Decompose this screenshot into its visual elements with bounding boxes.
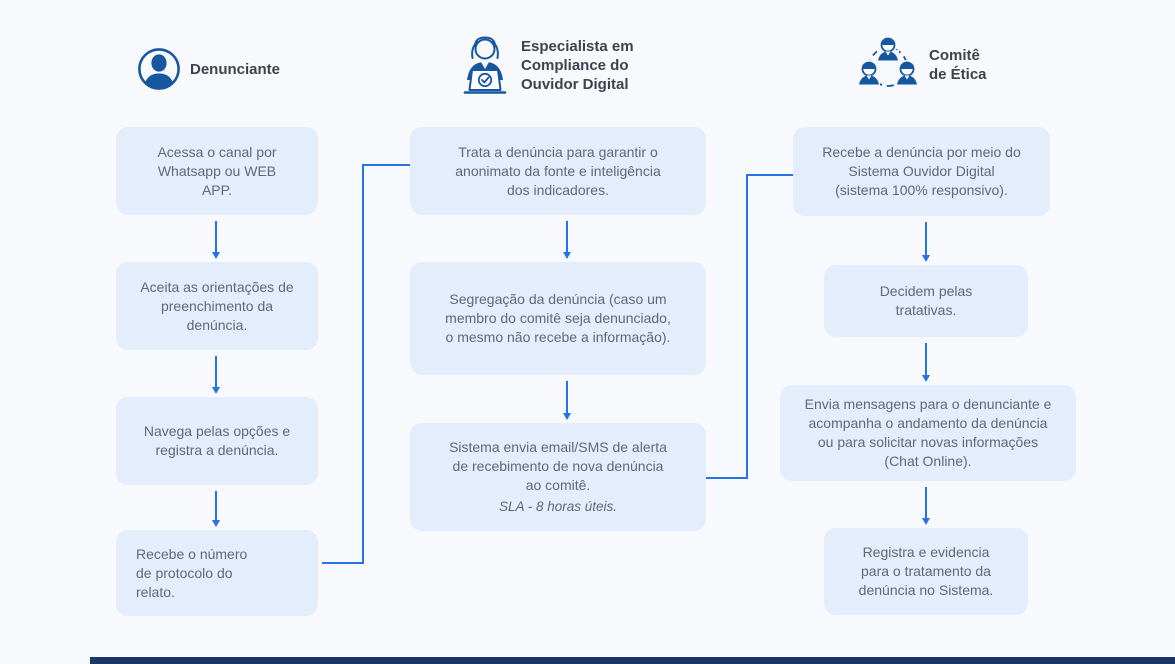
connector-segment-lane1-to-lane2: [322, 562, 364, 564]
flow-arrow-down: [212, 491, 220, 527]
ethics-committee-icon: [856, 36, 920, 94]
step-text: Sistema envia email/SMS de alerta de rec…: [449, 439, 667, 493]
step-box-denunciante-4: Recebe o número de protocolo do relato.: [116, 530, 318, 616]
lane-header-especialista: Especialista em Compliance do Ouvidor Di…: [458, 33, 634, 97]
sla-note: SLA - 8 horas úteis.: [498, 499, 618, 514]
step-box-denunciante-3: Navega pelas opções e registra a denúnci…: [116, 397, 318, 485]
connector-segment-lane2-to-lane3: [748, 174, 793, 176]
flow-arrow-down: [922, 343, 930, 382]
person-avatar-icon: [137, 47, 181, 91]
step-text: Navega pelas opções e registra a denúnci…: [143, 423, 291, 458]
connector-segment-lane2-to-lane3: [746, 174, 748, 479]
lane-header-comite: Comitê de Ética: [856, 36, 987, 94]
step-box-denunciante-2: Aceita as orientações de preenchimento d…: [116, 262, 318, 350]
step-text: Aceita as orientações de preenchimento d…: [140, 278, 294, 333]
flow-arrow-down: [212, 356, 220, 394]
step-box-comite-4: Registra e evidencia para o tratamento d…: [824, 528, 1028, 615]
connector-segment-lane1-to-lane2: [362, 164, 364, 564]
flow-arrow-down: [563, 381, 571, 420]
footer-accent-bar: [90, 657, 1175, 664]
step-box-especialista-3: Sistema envia email/SMS de alerta de rec…: [410, 423, 706, 531]
compliance-specialist-icon: [458, 33, 512, 97]
step-text: Trata a denúncia para garantir o anonima…: [455, 143, 661, 198]
lane-header-denunciante: Denunciante: [137, 47, 280, 91]
lane-title: Denunciante: [190, 60, 281, 78]
step-box-especialista-2: Segregação da denúncia (caso um membro d…: [410, 262, 706, 375]
connector-segment-lane2-to-lane3: [706, 477, 748, 479]
step-text: Segregação da denúncia (caso um membro d…: [445, 291, 671, 345]
flow-arrow-down: [563, 221, 571, 259]
lane-title: Especialista em Compliance do Ouvidor Di…: [521, 37, 634, 93]
step-text: Recebe o número de protocolo do relato.: [136, 545, 248, 600]
lane-title: Comitê de Ética: [929, 47, 987, 83]
step-box-denunciante-1: Acessa o canal por Whatsapp ou WEB APP.: [116, 127, 318, 215]
flow-arrow-down: [212, 221, 220, 259]
flow-arrow-down: [922, 222, 930, 262]
connector-segment-lane1-to-lane2: [364, 164, 410, 166]
step-box-especialista-1: Trata a denúncia para garantir o anonima…: [410, 127, 706, 215]
flow-arrow-down: [922, 487, 930, 525]
step-text: Recebe a denúncia por meio do Sistema Ou…: [822, 144, 1021, 198]
step-text: Registra e evidencia para o tratamento d…: [858, 544, 994, 598]
step-text: Envia mensagens para o denunciante e aco…: [804, 396, 1052, 469]
step-text: Decidem pelas tratativas.: [879, 283, 973, 318]
step-box-comite-1: Recebe a denúncia por meio do Sistema Ou…: [793, 127, 1050, 216]
step-box-comite-2: Decidem pelas tratativas.: [824, 265, 1028, 337]
step-box-comite-3: Envia mensagens para o denunciante e aco…: [780, 385, 1076, 481]
step-text: Acessa o canal por Whatsapp ou WEB APP.: [157, 143, 277, 198]
